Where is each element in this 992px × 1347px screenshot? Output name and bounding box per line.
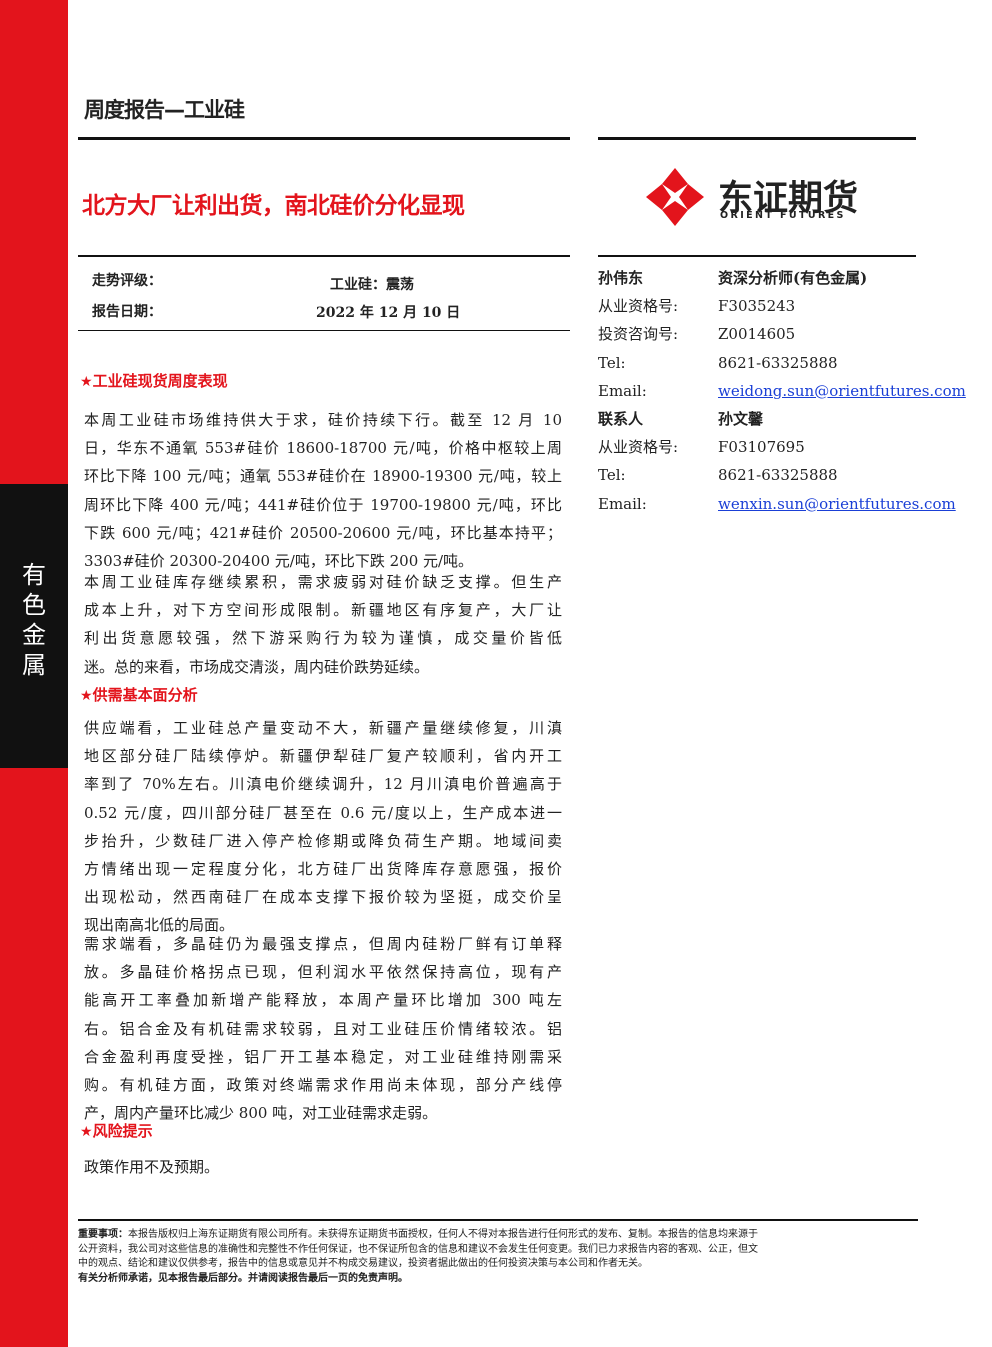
contact-email-link[interactable]: wenxin.sun@orientfutures.com: [718, 494, 956, 513]
field-value: F3035243: [718, 297, 796, 316]
text-line: 本周工业硅库存继续累积，需求疲弱对硅价缺乏支撑。但生产: [84, 573, 562, 591]
section-title-text: 风险提示: [92, 1122, 153, 1140]
text-line: 出现松动，然西南硅厂在成本支撑下报价较为坚挺，成交价呈: [84, 888, 562, 907]
text-line: 需求端看，多晶硅仍为最强支撑点，但周内硅粉厂鲜有订单释: [84, 935, 562, 953]
analyst-tel-row: Tel: 8621-63325888: [598, 349, 958, 377]
divider: [598, 137, 916, 140]
logo-chinese-text: 东证期货: [718, 179, 859, 219]
disclaimer-line: 重要事项：本报告版权归上海东证期货有限公司所有。未获得东证期货书面授权，任何人不…: [78, 1228, 924, 1243]
text-line: 购。有机硅方面，政策对终端需求作用尚未体现，部分产线停: [84, 1076, 562, 1095]
analyst-consult-row: 投资咨询号: Z0014605: [598, 320, 958, 348]
analyst-name-row: 孙伟东 资深分析师(有色金属): [598, 264, 958, 292]
text-line: 能高开工率叠加新增产能释放，本周产量环比增加 300 吨左: [84, 991, 562, 1010]
analyst-email-link[interactable]: weidong.sun@orientfutures.com: [718, 381, 966, 400]
text-line: 政策作用不及预期。: [84, 1158, 220, 1176]
category-char: 属: [22, 651, 46, 679]
analyst-title: 资深分析师(有色金属): [718, 269, 868, 287]
text-line: 日，华东不通氧 553#硅价 18600-18700 元/吨，价格中枢较上周: [84, 439, 562, 458]
divider: [78, 255, 570, 257]
divider: [78, 1219, 918, 1221]
rating-value: 工业硅：震荡: [330, 277, 414, 293]
field-value: F03107695: [718, 438, 805, 457]
paragraph: 供应端看，工业硅总产量变动不大，新疆产量继续修复，川滇 地区部分硅厂陆续停炉。新…: [84, 714, 562, 940]
field-label: 投资咨询号:: [598, 325, 679, 344]
field-value: Z0014605: [718, 325, 796, 344]
divider: [78, 330, 570, 331]
report-date-label: 报告日期：: [92, 304, 162, 320]
text-line: 合金盈利再度受挫，铝厂开工基本稳定，对工业硅维持刚需采: [84, 1047, 562, 1066]
text-line: 步抬升，少数硅厂进入停产检修期或降负荷生产期。地域间卖: [84, 831, 562, 850]
text-line: 0.52 元/度，四川部分硅厂甚至在 0.6 元/度以上，生产成本进一: [84, 803, 562, 822]
disclaimer-line: 公开资料，我公司对这些信息的准确性和完整性不作任何保证，也不保证所包含的信息和建…: [78, 1243, 758, 1255]
star-icon: ★: [80, 688, 93, 704]
text-line: 产，周内产量环比减少 800 吨，对工业硅需求走弱。: [84, 1104, 438, 1123]
analyst-commitment: 有关分析师承诺，见本报告最后部分。并请阅读报告最后一页的免责声明。: [78, 1272, 408, 1284]
contact-tel-row: Tel: 8621-63325888: [598, 461, 958, 489]
text-line: 周环比下降 400 元/吨；441#硅价位于 19700-19800 元/吨，环…: [84, 495, 562, 514]
divider: [78, 137, 570, 140]
field-value: 8621-63325888: [718, 353, 838, 372]
contact-label: 联系人: [598, 409, 644, 428]
section-title-text: 工业硅现货周度表现: [92, 372, 228, 390]
analyst-name: 孙伟东: [598, 269, 644, 287]
field-label: Tel:: [598, 466, 626, 485]
notice-label: 重要事项：: [78, 1229, 128, 1240]
text-line: 右。铝合金及有机硅需求较弱，且对工业硅压价情绪较浓。铝: [84, 1019, 562, 1038]
paragraph: 政策作用不及预期。: [84, 1153, 562, 1181]
paragraph: 本周工业硅库存继续累积，需求疲弱对硅价缺乏支撑。但生产 成本上升，对下方空间形成…: [84, 568, 562, 681]
contact-qual-row: 从业资格号: F03107695: [598, 433, 958, 461]
field-label: 从业资格号:: [598, 438, 679, 457]
category-label: 有 色 金 属: [0, 560, 68, 680]
disclaimer-line: 中的观点、结论和建议仅供参考，报告中的信息或意见并不构成交易建议，投资者据此做出…: [78, 1258, 648, 1269]
contact-email-row: Email: wenxin.sun@orientfutures.com: [598, 490, 958, 518]
text-line: 本周工业硅市场维持供大于求，硅价持续下行。截至 12 月 10: [84, 411, 562, 429]
notice-text: 本报告版权归上海东证期货有限公司所有。未获得东证期货书面授权，任何人不得对本报告…: [128, 1229, 758, 1240]
contact-row: 联系人 孙文馨: [598, 405, 958, 433]
field-label: Email:: [598, 381, 647, 400]
category-char: 色: [22, 591, 46, 619]
section-title: ★风险提示: [80, 1120, 153, 1141]
logo: 东证期货 ORIENT FUTURES: [644, 166, 874, 228]
text-line: 地区部分硅厂陆续停炉。新疆伊犁硅厂复产较顺利，省内开工: [84, 747, 562, 766]
report-type: 周度报告—工业硅: [84, 98, 245, 122]
disclaimer: 重要事项：本报告版权归上海东证期货有限公司所有。未获得东证期货书面授权，任何人不…: [78, 1228, 924, 1286]
text-line: 利出货意愿较强，然下游采购行为较为谨慎，成交量价皆低: [84, 629, 562, 648]
logo-english-text: ORIENT FUTURES: [720, 210, 846, 221]
field-value: 8621-63325888: [718, 466, 838, 485]
headline: 北方大厂让利出货，南北硅价分化显现: [82, 193, 465, 219]
field-label: 从业资格号:: [598, 297, 679, 316]
analyst-info: 孙伟东 资深分析师(有色金属) 从业资格号: F3035243 投资咨询号: Z…: [598, 264, 966, 518]
rating-label: 走势评级：: [92, 273, 162, 289]
section-title: ★供需基本面分析: [80, 684, 198, 705]
contact-name: 孙文馨: [718, 409, 764, 428]
text-line: 供应端看，工业硅总产量变动不大，新疆产量继续修复，川滇: [84, 719, 562, 737]
category-char: 金: [22, 621, 46, 649]
disclaimer-line: 有关分析师承诺，见本报告最后部分。并请阅读报告最后一页的免责声明。: [78, 1272, 924, 1287]
section-title: ★工业硅现货周度表现: [80, 370, 228, 391]
analyst-qual-row: 从业资格号: F3035243: [598, 292, 958, 320]
star-icon: ★: [80, 374, 93, 390]
analyst-email-row: Email: weidong.sun@orientfutures.com: [598, 377, 966, 405]
text-line: 成本上升，对下方空间形成限制。新疆地区有序复产，大厂让: [84, 601, 562, 620]
paragraph: 需求端看，多晶硅仍为最强支撑点，但周内硅粉厂鲜有订单释 放。多晶硅价格拐点已现，…: [84, 930, 562, 1127]
text-line: 方情绪出现一定程度分化，北方硅厂出货降库存意愿强，报价: [84, 860, 562, 879]
category-block: [0, 484, 68, 768]
orient-logo-icon: [646, 168, 704, 226]
text-line: 3303#硅价 20300-20400 元/吨，环比下跌 200 元/吨。: [84, 552, 474, 571]
text-line: 环比下降 100 元/吨；通氧 553#硅价在 18900-19300 元/吨，…: [84, 467, 562, 486]
text-line: 迷。总的来看，市场成交清淡，周内硅价跌势延续。: [84, 657, 430, 676]
report-date-value: 2022 年 12 月 10 日: [316, 305, 461, 321]
text-line: 现出南高北低的局面。: [84, 916, 235, 935]
section-title-text: 供需基本面分析: [92, 686, 198, 704]
text-line: 放。多晶硅价格拐点已现，但利润水平依然保持高位，现有产: [84, 963, 562, 982]
paragraph: 本周工业硅市场维持供大于求，硅价持续下行。截至 12 月 10 日，华东不通氧 …: [84, 406, 562, 575]
star-icon: ★: [80, 1124, 93, 1140]
category-char: 有: [22, 561, 46, 589]
text-line: 率到了 70%左右。川滇电价继续调升，12 月川滇电价普遍高于: [84, 775, 562, 794]
field-label: Email:: [598, 494, 647, 513]
field-label: Tel:: [598, 353, 626, 372]
text-line: 下跌 600 元/吨；421#硅价 20500-20600 元/吨，环比基本持平…: [84, 523, 562, 542]
divider: [598, 255, 916, 257]
